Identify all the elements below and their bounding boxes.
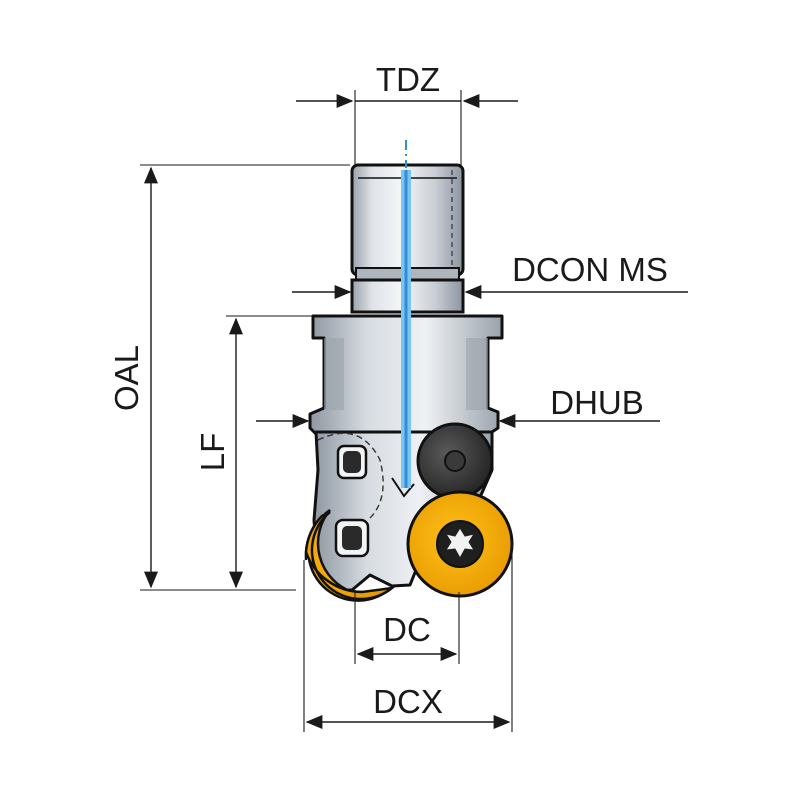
dim-lf: LF [194,315,312,589]
dim-dcx: DCX [303,544,513,732]
insert-left-body [304,510,397,601]
neck-shade-left [324,338,344,410]
torx-screw-icon [334,518,370,558]
dim-dcon-ms: DCON MS [292,251,688,299]
left-inserts [304,444,397,602]
dimensions: TDZ DCON MS DHUB OAL LF [108,61,688,732]
torx-star-icon [444,527,476,560]
torx-screw-icon [336,444,368,480]
neck-shade-right [466,338,488,410]
dhub-label: DHUB [550,384,644,421]
tdz-label: TDZ [376,61,440,98]
dcon-ms-label: DCON MS [512,251,668,288]
dim-dhub: DHUB [256,384,660,428]
dim-tdz: TDZ [296,61,518,165]
dim-oal: OAL [108,164,350,591]
dcx-label: DCX [373,683,443,720]
dim-dc: DC [354,590,460,664]
oal-label: OAL [108,345,145,411]
chip-pocket-hidden [317,432,384,521]
torx-screw-icon [416,422,494,500]
dc-label: DC [383,611,431,648]
lf-label: LF [194,433,231,472]
right-inserts [406,422,514,598]
round-insert-icon [406,490,514,598]
